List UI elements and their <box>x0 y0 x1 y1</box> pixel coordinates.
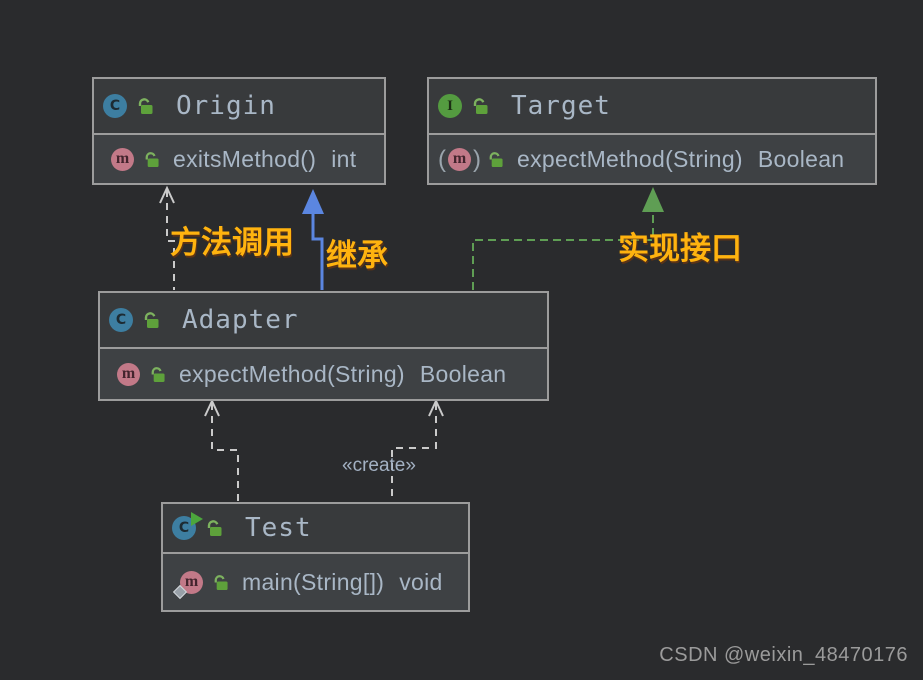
abstract-method-icon: m <box>448 147 471 171</box>
runnable-class-icon: C <box>172 512 203 540</box>
method-glyph: m <box>121 365 136 382</box>
abstract-paren-close: ) <box>473 145 481 173</box>
csdn-watermark: CSDN @weixin_48470176 <box>659 644 908 666</box>
class-node-adapter[interactable]: C Adapter m expectMethod(String) Boolean <box>98 291 549 401</box>
unlocked-icon <box>142 151 160 168</box>
edge-label-method-call[interactable]: 方法调用 <box>170 225 294 260</box>
class-glyph: C <box>178 520 190 536</box>
unlocked-icon <box>486 151 504 168</box>
method-glyph: m <box>452 150 467 167</box>
edge-inheritance[interactable] <box>302 189 324 290</box>
class-glyph: C <box>115 312 127 328</box>
run-overlay-icon <box>191 512 203 526</box>
unlocked-icon <box>148 366 166 383</box>
interface-icon: I <box>438 94 462 118</box>
unlocked-icon <box>470 97 489 115</box>
member-return-type: Boolean <box>419 360 507 387</box>
class-icon: C <box>103 94 127 118</box>
interface-node-target[interactable]: I Target ( m ) expectMethod(String) Bool… <box>427 77 877 185</box>
interface-glyph: I <box>447 97 453 114</box>
interface-name: Target <box>511 91 611 121</box>
member-return-type: int <box>331 145 357 172</box>
unlocked-icon <box>141 311 160 329</box>
method-glyph: m <box>184 573 199 590</box>
edge-label-implements[interactable]: 实现接口 <box>618 231 742 266</box>
class-name: Origin <box>176 91 276 121</box>
interface-header-target[interactable]: I Target <box>429 79 875 135</box>
unlocked-icon <box>135 97 154 115</box>
member-row-adapter[interactable]: m expectMethod(String) Boolean <box>100 349 547 399</box>
edge-label-inheritance[interactable]: 继承 <box>326 238 388 273</box>
edge-dependency-left[interactable] <box>204 398 239 501</box>
member-signature: exitsMethod() <box>173 145 317 172</box>
abstract-paren-open: ( <box>438 145 446 173</box>
edge-implements[interactable] <box>472 187 664 290</box>
method-glyph: m <box>115 150 130 167</box>
class-header-origin[interactable]: C Origin <box>94 79 384 135</box>
member-return-type: Boolean <box>757 145 845 172</box>
member-signature: expectMethod(String) <box>517 145 743 172</box>
class-header-adapter[interactable]: C Adapter <box>100 293 547 349</box>
main-method-icon: m <box>172 570 203 599</box>
member-return-type: void <box>399 568 443 595</box>
class-icon: C <box>109 308 133 332</box>
unlocked-icon <box>204 519 223 537</box>
method-icon: m <box>117 362 140 386</box>
member-row-target[interactable]: ( m ) expectMethod(String) Boolean <box>429 135 875 183</box>
member-row-test[interactable]: m main(String[]) void <box>163 554 468 610</box>
edge-method-call[interactable] <box>159 185 175 290</box>
class-name: Adapter <box>182 305 299 335</box>
edge-label-create: «create» <box>342 455 416 476</box>
member-signature: main(String[]) <box>242 568 385 595</box>
method-icon: m <box>111 147 134 171</box>
member-row-origin[interactable]: m exitsMethod() int <box>94 135 384 183</box>
class-node-origin[interactable]: C Origin m exitsMethod() int <box>92 77 386 185</box>
member-signature: expectMethod(String) <box>179 360 405 387</box>
class-node-test[interactable]: C Test m main(String[]) void <box>161 502 470 612</box>
edge-create[interactable] <box>391 398 444 501</box>
class-name: Test <box>245 513 312 543</box>
class-glyph: C <box>109 98 121 114</box>
unlocked-icon <box>211 574 229 591</box>
class-header-test[interactable]: C Test <box>163 504 468 554</box>
